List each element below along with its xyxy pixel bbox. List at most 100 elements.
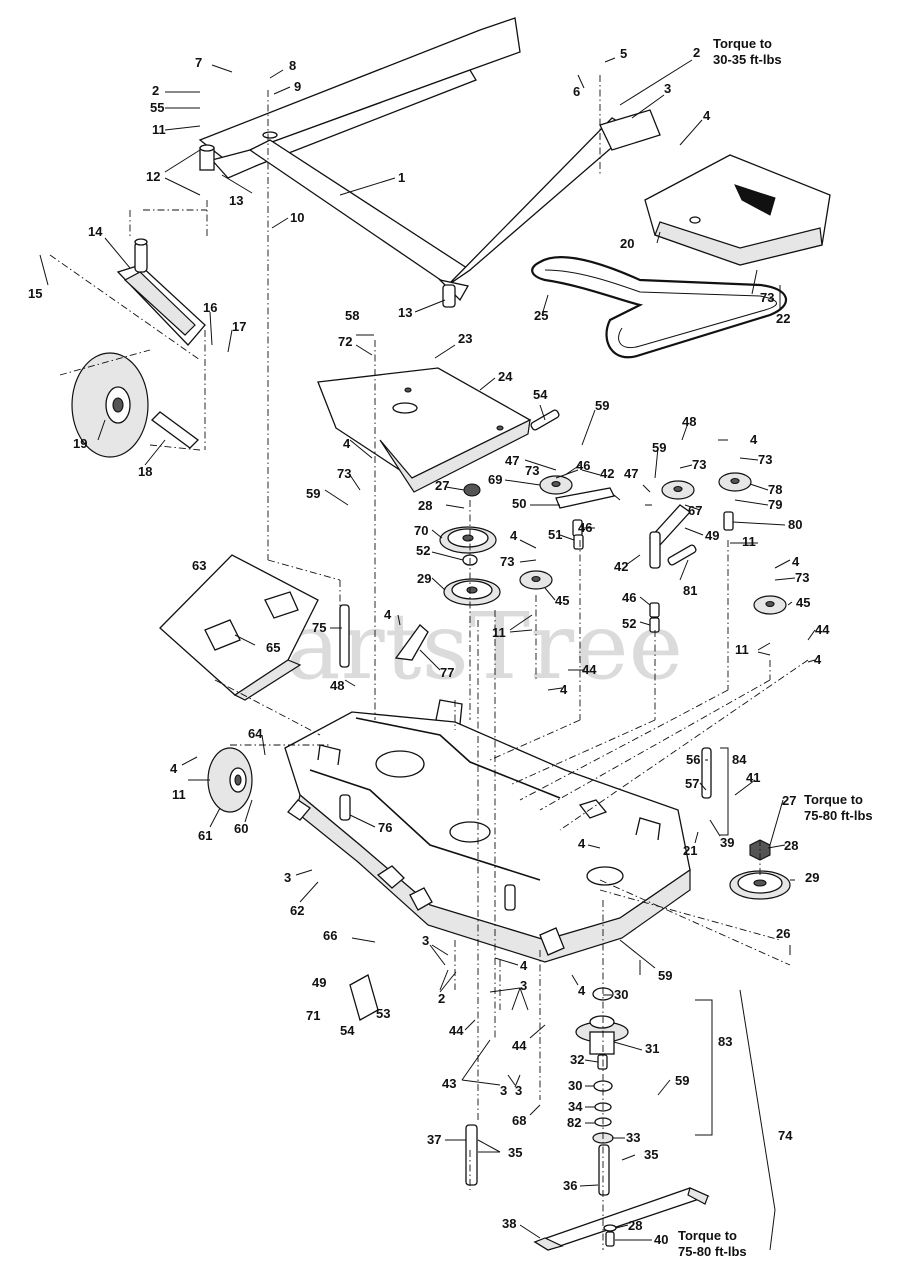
parts-artwork: [71, 17, 831, 1251]
gauge-wheel: [207, 747, 253, 813]
callout: 47: [624, 466, 638, 481]
torque-note-line1: Torque to: [713, 36, 772, 51]
pulley-45-right: [753, 595, 787, 615]
callout: 81: [683, 583, 697, 598]
callout: 82: [567, 1115, 581, 1130]
drive-belt: [531, 256, 788, 359]
callout: 54: [340, 1023, 355, 1038]
callout: 44: [815, 622, 830, 637]
callout: 73: [692, 457, 706, 472]
callout: 63: [192, 558, 206, 573]
callout: 11: [735, 642, 749, 657]
callout: 1: [398, 170, 405, 185]
spacer-52b: [649, 617, 660, 633]
callout: 75: [312, 620, 326, 635]
callout: 55: [150, 100, 164, 115]
callout: 48: [330, 678, 344, 693]
callout: 73: [337, 466, 351, 481]
bolt-40: [605, 1231, 615, 1247]
callout: 44: [512, 1038, 527, 1053]
callout: 22: [776, 311, 790, 326]
callout: 50: [512, 496, 526, 511]
callout: 73: [758, 452, 772, 467]
callout: 4: [703, 108, 711, 123]
spring-81: [667, 544, 697, 566]
callout: 49: [705, 528, 719, 543]
spacer-32: [597, 1054, 608, 1070]
callout: 28: [784, 838, 798, 853]
callout: 4: [578, 836, 586, 851]
callout: 60: [234, 821, 248, 836]
callout: 73: [760, 290, 774, 305]
callout: 35: [508, 1145, 522, 1160]
callout: 49: [312, 975, 326, 990]
callout: 27: [782, 793, 796, 808]
spindle-shaft-36: [598, 1144, 610, 1196]
deflector-bracket: [394, 624, 429, 661]
callout: 48: [682, 414, 696, 429]
pivot-50: [649, 531, 661, 569]
pulley-29-lower: [729, 870, 791, 900]
callout: 79: [768, 497, 782, 512]
callout: 11: [172, 787, 186, 802]
caster-wheel: [71, 352, 149, 458]
callout: 46: [576, 458, 590, 473]
axle-tube: [151, 411, 199, 449]
torque-note-line2: 30-35 ft-lbs: [713, 52, 782, 67]
callout: 38: [502, 1216, 516, 1231]
callout: 64: [248, 726, 263, 741]
callout: 17: [232, 319, 246, 334]
callout: 35: [644, 1147, 658, 1162]
callout: 3: [284, 870, 291, 885]
callout: 11: [152, 122, 166, 137]
callout: 59: [652, 440, 666, 455]
callout: 4: [750, 432, 758, 447]
callout: 9: [294, 79, 301, 94]
callout: 23: [458, 331, 472, 346]
callout: 44: [582, 662, 597, 677]
pulley-27-nut: [463, 483, 481, 497]
callout: 67: [688, 503, 702, 518]
tube-84: [701, 747, 712, 799]
callout: 42: [600, 466, 614, 481]
spacer-80: [723, 511, 734, 531]
torque-notes: Torque to 30-35 ft-lbs Torque to 75-80 f…: [678, 36, 873, 1259]
pulley-68: [661, 480, 695, 500]
callout: 28: [418, 498, 432, 513]
callout: 29: [805, 870, 819, 885]
deflector-rod: [339, 604, 350, 668]
assembly-lines: [49, 75, 809, 1250]
spacer-46b: [649, 602, 660, 618]
callout: 83: [718, 1034, 732, 1049]
belt-cover: [644, 154, 831, 266]
callout: 59: [595, 398, 609, 413]
hitch-frame: [198, 17, 661, 308]
callout: 45: [555, 593, 569, 608]
leader-lines: [39, 57, 816, 1241]
callout: 27: [435, 478, 449, 493]
callout: 57: [685, 776, 699, 791]
callout: 66: [323, 928, 337, 943]
callout: 13: [398, 305, 412, 320]
callout: 65: [266, 640, 280, 655]
callout: 74: [778, 1128, 793, 1143]
group-brackets: [695, 747, 776, 1251]
callout: 41: [746, 770, 760, 785]
callout: 80: [788, 517, 802, 532]
callout: 40: [654, 1232, 668, 1247]
callout: 30: [568, 1078, 582, 1093]
pulley-45-left: [519, 570, 553, 590]
callout: 3: [500, 1083, 507, 1098]
callout: 6: [573, 84, 580, 99]
callout: 45: [796, 595, 810, 610]
callout: 76: [378, 820, 392, 835]
callout: 46: [622, 590, 636, 605]
spacer-52: [573, 534, 584, 550]
pulley-70: [539, 475, 573, 495]
callout: 4: [792, 554, 800, 569]
callout: 73: [525, 463, 539, 478]
callout: 62: [290, 903, 304, 918]
callout: 3: [515, 1083, 522, 1098]
callout: 4: [814, 652, 822, 667]
callout: 59: [658, 968, 672, 983]
